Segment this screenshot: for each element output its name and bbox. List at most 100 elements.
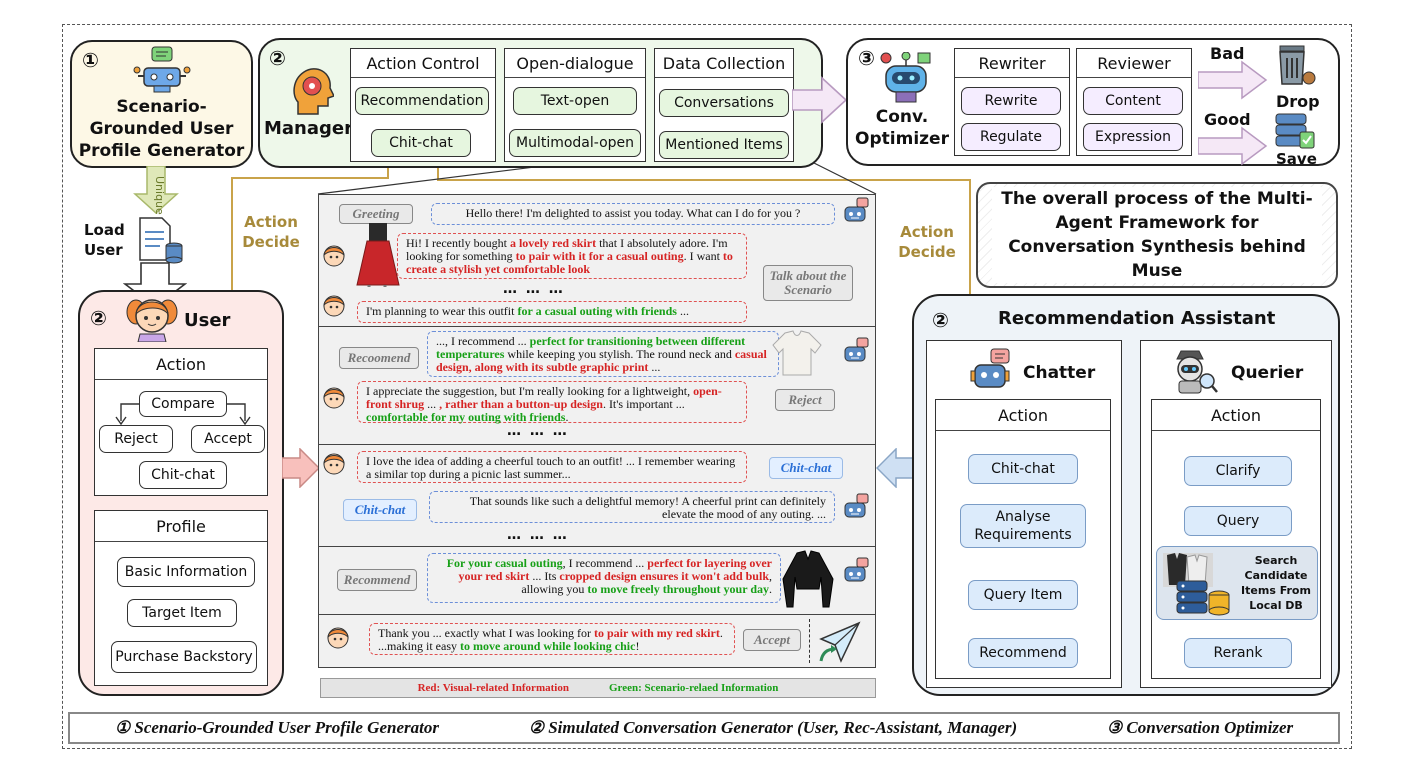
b1-c: while keeping you stylish. The round nec… — [504, 347, 735, 361]
b1-b: perfect for transitioning between differ… — [436, 334, 746, 361]
u1-b: a lovely red skirt — [509, 236, 597, 250]
reviewer-box: Reviewer Content Expression — [1076, 48, 1192, 156]
manager-panel: ② Manager Action Control Recommendation … — [258, 38, 823, 168]
user-title: User — [184, 310, 231, 331]
b3-a: For your casual outing — [446, 556, 563, 570]
legend-green: Green: Scenario-relaed Information — [608, 682, 779, 694]
u1-e: . I want — [683, 249, 723, 263]
white-top-image — [772, 330, 822, 376]
action-decide-left-label: Action Decide — [242, 213, 300, 251]
b1-e: ... — [648, 360, 661, 374]
b3-g: to move freely throughout your day — [587, 582, 769, 596]
basic-info-pill: Basic Information — [117, 557, 255, 587]
chatter-robot-icon — [970, 348, 1010, 388]
b3-b: , I recommend ... — [562, 556, 648, 570]
manager-title: Manager — [264, 118, 353, 139]
u5-c: . ...making it easy — [378, 626, 723, 653]
assistant-num: ② — [932, 308, 949, 332]
dots-2: … … … — [507, 423, 569, 439]
optimizer-panel: ③ Conv. Optimizer Rewriter Rewrite Regul… — [846, 38, 1340, 168]
user-message-1: Hi! I recently bought a lovely red skirt… — [397, 233, 747, 279]
user-face-icon — [327, 627, 349, 649]
chitchat-user-tag: Chit-chat — [769, 457, 843, 479]
u2-b: for a casual outing with friends — [517, 304, 677, 318]
search-db-box: Search Candidate Items From Local DB — [1156, 546, 1318, 620]
b3-d: ... Its — [529, 569, 560, 583]
greeting-tag: Greeting — [339, 204, 413, 224]
recoomend-tag: Recoomend — [339, 347, 419, 369]
querier-action-header: Action — [1152, 400, 1320, 431]
conversation-panel: Greeting Hello there! I'm delighted to a… — [318, 194, 876, 668]
compare-branch-arrows — [115, 403, 251, 426]
b1-a: ..., I recommend ... — [436, 334, 530, 348]
user-avatar-icon — [126, 299, 178, 342]
chitchat-pill: Chit-chat — [371, 129, 471, 157]
querier-box: Querier Action Clarify Query Searc — [1140, 340, 1332, 688]
user-to-conv-arrow-icon — [282, 448, 320, 488]
b3-h: . — [769, 582, 772, 596]
u1-d: to pair with it for a casual outing — [515, 249, 684, 263]
conv-section-1: Greeting Hello there! I'm delighted to a… — [319, 195, 875, 327]
talk-about-tag: Talk about the Scenario — [763, 265, 853, 301]
recommend-tag: Recommend — [337, 569, 417, 591]
clarify-pill: Clarify — [1184, 456, 1292, 486]
text-open-pill: Text-open — [513, 87, 637, 115]
database-save-icon — [1275, 113, 1315, 149]
user-profile-box: Profile Basic Information Target Item Pu… — [94, 510, 268, 686]
unique-arrow-icon — [133, 166, 179, 214]
send-icon — [819, 621, 861, 663]
assistant-title: Recommendation Assistant — [998, 308, 1276, 329]
accept-pill: Accept — [191, 425, 265, 453]
user-file-icon — [139, 217, 183, 264]
rewriter-header: Rewriter — [955, 49, 1069, 78]
footer-bar: ① Scenario-Grounded User Profile Generat… — [68, 712, 1340, 744]
assistant-bot-icon — [844, 557, 869, 582]
action-decide-left-line — [222, 168, 389, 347]
b3-e: cropped design ensures it won't add bulk — [559, 569, 769, 583]
u1-c: that I absolutely adore. I'm looking for… — [406, 236, 728, 263]
red-skirt-image — [356, 223, 400, 287]
u5-a: Thank you ... exactly what I was looking… — [378, 626, 594, 640]
trash-icon — [1279, 45, 1316, 85]
u3-d: , rather than a button-up design — [439, 397, 603, 411]
content-pill: Content — [1083, 87, 1183, 115]
target-item-pill: Target Item — [127, 599, 237, 627]
manager-num: ② — [269, 46, 286, 70]
conv-section-5: Thank you ... exactly what I was looking… — [319, 615, 875, 667]
legend-bar: Red: Visual-related Information Green: S… — [320, 678, 876, 698]
open-dialogue-header: Open-dialogue — [505, 49, 645, 78]
action-decide-center-line — [437, 168, 980, 338]
user-action-header: Action — [95, 349, 267, 380]
search-candidate-text: Search Candidate Items From Local DB — [1241, 554, 1311, 612]
regulate-pill: Regulate — [961, 123, 1061, 151]
action-control-header: Action Control — [351, 49, 495, 78]
chitchat-bot-tag: Chit-chat — [343, 499, 417, 521]
chatter-title: Chatter — [1023, 363, 1096, 383]
unique-label: Unique — [153, 176, 166, 215]
optimizer-robot-icon — [880, 52, 931, 103]
u5-d: to move around while looking chic — [459, 639, 636, 653]
compare-pill: Compare — [139, 391, 227, 417]
user-message-2: I'm planning to wear this outfit for a c… — [357, 301, 747, 323]
u5-b: to pair with my red skirt — [593, 626, 720, 640]
u2-c: ... — [676, 304, 689, 318]
user-face-icon — [323, 453, 345, 475]
chatter-action-box: Action Chit-chat Analyse Requirements Qu… — [935, 399, 1111, 679]
outer-frame — [62, 24, 1352, 749]
rerank-pill: Rerank — [1184, 638, 1292, 668]
multimodal-open-pill: Multimodal-open — [509, 129, 641, 157]
assistant-panel: ② Recommendation Assistant Chatter Actio… — [912, 294, 1340, 696]
reject-pill: Reject — [99, 425, 173, 453]
reviewer-header: Reviewer — [1077, 49, 1191, 78]
user-message-5: Thank you ... exactly what I was looking… — [369, 623, 735, 655]
optimizer-title: Conv. Optimizer — [855, 107, 949, 149]
u3-c: ... — [424, 397, 440, 411]
user-face-icon — [323, 387, 345, 409]
data-collection-header: Data Collection — [655, 49, 793, 78]
chatter-chitchat-pill: Chit-chat — [968, 454, 1078, 484]
data-collection-box: Data Collection Conversations Mentioned … — [654, 48, 794, 162]
profile-header: Profile — [95, 511, 267, 542]
legend-red: Red: Visual-related Information — [417, 682, 569, 694]
user-message-4: I love the idea of adding a cheerful tou… — [357, 451, 747, 483]
rewrite-pill: Rewrite — [961, 87, 1061, 115]
